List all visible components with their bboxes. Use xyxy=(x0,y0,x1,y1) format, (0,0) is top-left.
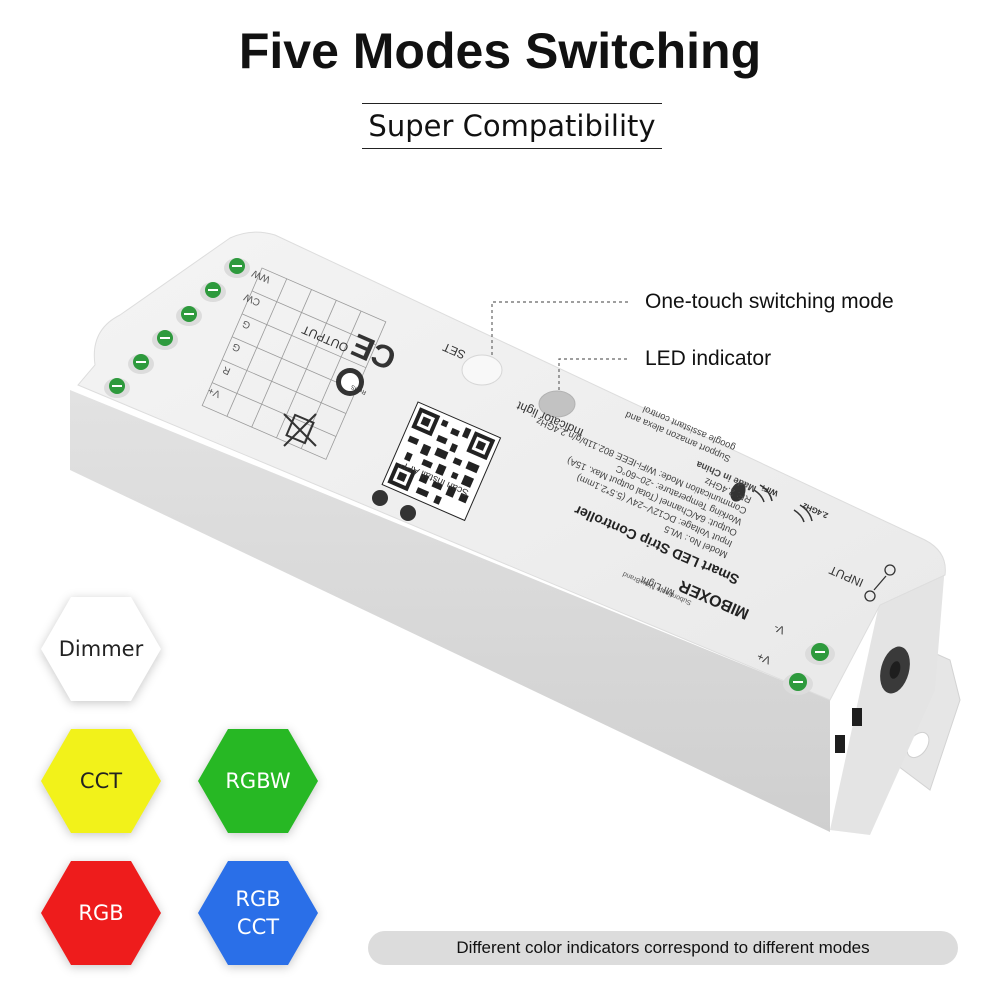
android-icon xyxy=(372,490,388,506)
mode-label: RGB CCT xyxy=(235,887,281,939)
end-face xyxy=(830,565,945,835)
table-cell: V+ xyxy=(206,384,222,399)
top-face xyxy=(77,231,946,701)
mode-hex-rgb-cct: RGB CCT xyxy=(198,861,318,965)
mode-label: CCT xyxy=(79,769,123,793)
subtitle-frame: Super Compatibility xyxy=(362,103,662,149)
input-terminal-minus xyxy=(805,643,835,665)
callout-switching-mode: One-touch switching mode xyxy=(645,290,894,313)
terminal-6 xyxy=(104,378,130,398)
microphone-icon xyxy=(730,482,746,502)
rohs-mark xyxy=(336,368,364,396)
mode-label: Dimmer xyxy=(58,637,144,661)
mode-label: RGBW xyxy=(225,769,291,793)
callout-led-indicator: LED indicator xyxy=(645,347,772,370)
callout-line-switch xyxy=(491,301,630,355)
footer-note: Different color indicators correspond to… xyxy=(368,931,958,965)
terminal-4 xyxy=(152,330,178,350)
input-polarity-icon xyxy=(864,564,896,602)
mode-hex-rgbw: RGBW xyxy=(198,729,318,833)
weee-icon xyxy=(283,413,317,447)
terminal-1 xyxy=(224,258,250,278)
side-face xyxy=(70,390,830,832)
mode-label: RGB xyxy=(78,901,124,925)
mode-hex-dimmer: Dimmer xyxy=(41,597,161,701)
table-cell: G xyxy=(241,317,253,330)
mode-rgb-wrap: RGB xyxy=(41,861,161,965)
callout-line-led xyxy=(558,358,630,390)
input-terminal-plus xyxy=(783,673,813,695)
set-button-graphic xyxy=(461,354,503,386)
mode-dimmer-wrap: Dimmer xyxy=(41,597,161,701)
terminal-3 xyxy=(176,306,202,326)
table-cell: G xyxy=(231,340,243,353)
terminal-2 xyxy=(200,282,226,302)
mode-hex-rgb: RGB xyxy=(41,861,161,965)
mode-rgbcct-wrap: RGB CCT xyxy=(198,861,318,965)
page-title: Five Modes Switching xyxy=(238,23,762,79)
mode-cct-wrap: CCT xyxy=(41,729,161,833)
output-terminals xyxy=(104,258,250,398)
led-indicator-graphic xyxy=(538,390,576,418)
mode-hex-cct: CCT xyxy=(41,729,161,833)
dc-jack xyxy=(880,646,910,694)
wifi-icon xyxy=(753,484,773,503)
side-slot xyxy=(852,708,862,726)
mode-rgbw-wrap: RGBW xyxy=(198,729,318,833)
table-cell: R xyxy=(221,363,232,376)
terminal-5 xyxy=(128,354,154,374)
rf-icon xyxy=(793,504,813,523)
apple-icon xyxy=(400,505,416,521)
side-slot xyxy=(835,735,845,753)
page-subtitle: Super Compatibility xyxy=(368,109,656,143)
qr-code xyxy=(381,401,502,522)
